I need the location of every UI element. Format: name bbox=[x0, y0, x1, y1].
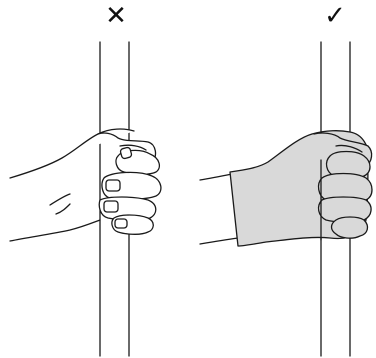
gloved-hand bbox=[229, 130, 373, 247]
cross-icon: ✕ bbox=[105, 1, 127, 31]
check-icon: ✓ bbox=[324, 1, 346, 31]
left-panel bbox=[9, 41, 162, 357]
right-panel bbox=[199, 41, 373, 357]
bare-hand bbox=[9, 128, 162, 242]
